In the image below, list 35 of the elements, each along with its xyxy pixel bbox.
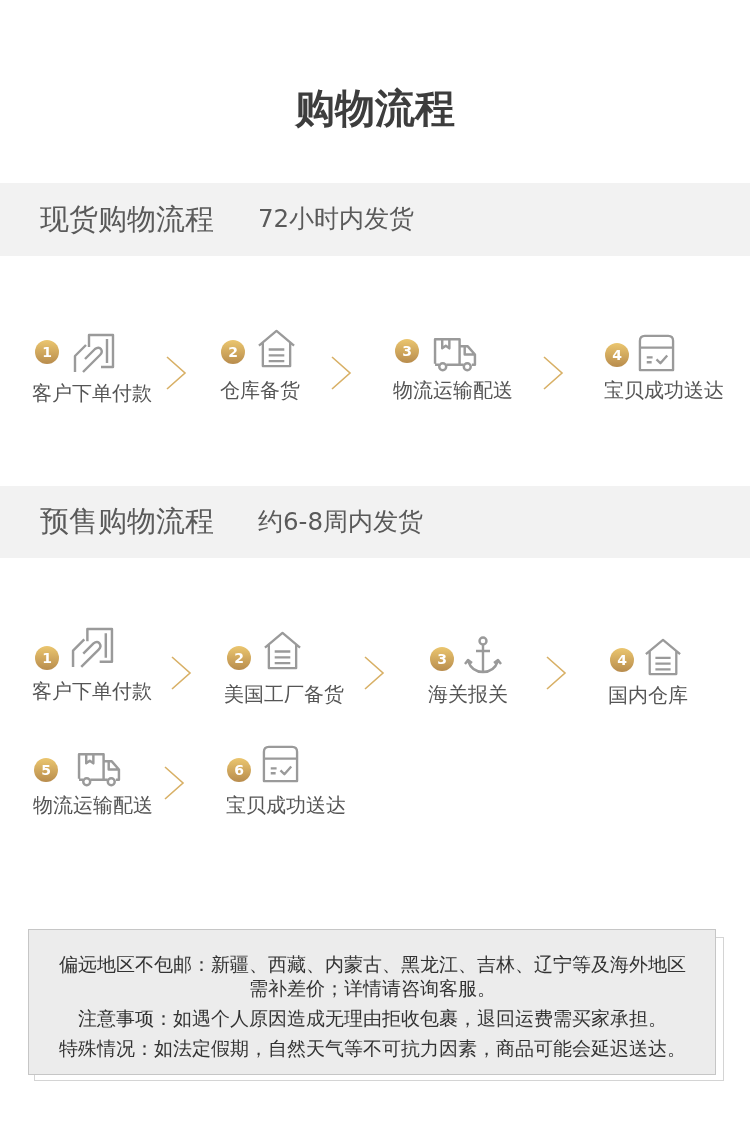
number-badge: 3 [395,339,419,363]
number-badge: 2 [227,646,251,670]
number-badge: 6 [227,758,251,782]
section-heading: 预售购物流程 [40,503,214,539]
number-badge: 4 [605,343,629,367]
number-badge: 2 [221,340,245,364]
step-label: 仓库备货 [220,379,300,403]
number-badge: 4 [610,648,634,672]
number-badge: 3 [430,647,454,671]
step-label: 物流运输配送 [393,379,513,403]
number-badge: 1 [35,646,59,670]
section-heading: 现货购物流程 [40,200,214,237]
step-label: 宝贝成功送达 [604,379,724,403]
chevron-arrow [364,656,385,690]
step-label: 物流运输配送 [33,794,153,818]
chevron-arrow [546,656,567,690]
chevron-arrow [331,356,352,390]
step-label: 客户下单付款 [32,382,152,406]
note-text: 特殊情况：如法定假期，自然天气等不可抗力因素，商品可能会延迟送达。 [58,1037,686,1061]
step-label: 客户下单付款 [32,680,152,704]
section-note: 约6-8周内发货 [258,505,424,537]
chevron-arrow [543,356,564,390]
step-label: 国内仓库 [608,684,688,708]
number-badge: 1 [35,340,59,364]
step-label: 美国工厂备货 [224,683,344,707]
step-label: 宝贝成功送达 [226,794,346,818]
number-badge: 5 [34,758,58,782]
chevron-arrow [166,356,187,390]
chevron-arrow [171,656,192,690]
note-text: 注意事项：如遇个人原因造成无理由拒收包裹，退回运费需买家承担。 [77,1007,667,1031]
page-title: 购物流程 [295,84,455,132]
note-text: 偏远地区不包邮：新疆、西藏、内蒙古、黑龙江、吉林、辽宁等及海外地区需补差价；详情请咨询客服。 [57,953,687,1001]
chevron-arrow [164,766,185,800]
section-note: 72小时内发货 [258,203,415,234]
step-label: 海关报关 [428,683,508,707]
